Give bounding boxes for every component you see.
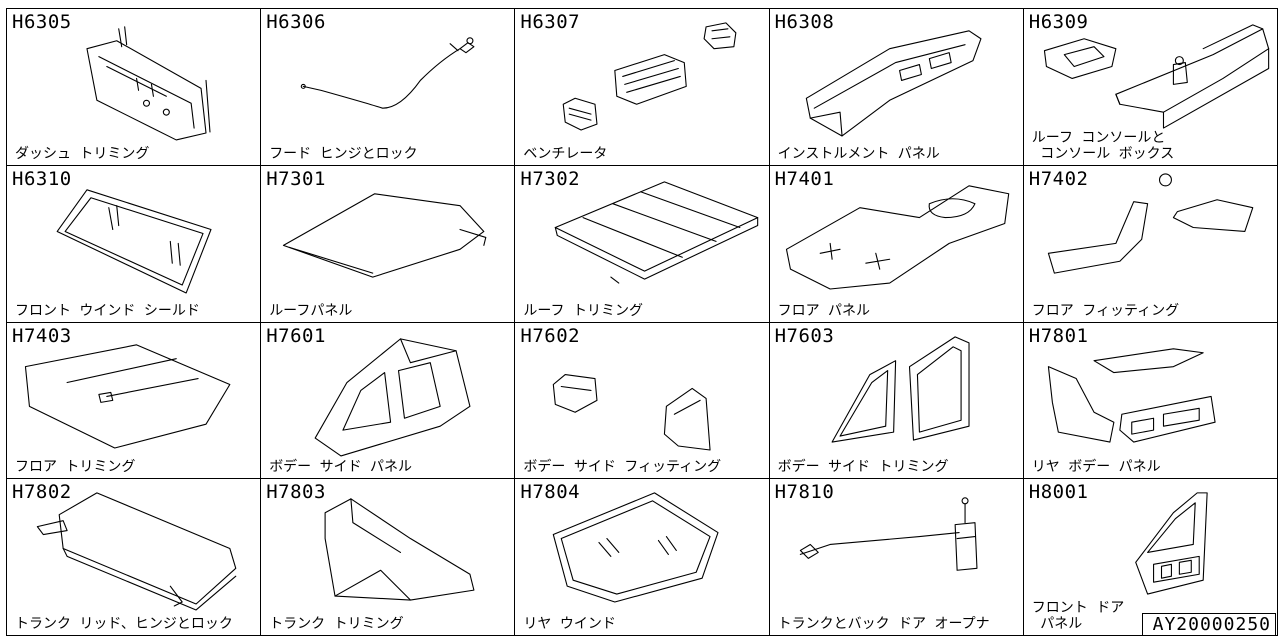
category-cell-h7810[interactable]: H7810 トランクとバック ドア オープナ [769,479,1024,636]
dash-trimming-illustration [7,9,260,165]
category-label: ルーフパネル [269,302,353,319]
category-cell-h7602[interactable]: H7602 ボデー サイド フィッティング [515,322,770,480]
category-code: H7602 [520,324,581,347]
front-door-panel-illustration [1024,479,1277,635]
category-label: フロア トリミング [15,459,136,476]
category-cell-h7603[interactable]: H7603 ボデー サイド トリミング [769,322,1024,480]
category-label: ルーフ コンソールと コンソール ボックス [1031,129,1175,162]
roof-trimming-illustration [515,166,768,322]
category-label: ボデー サイド トリミング [777,459,949,476]
category-cell-h7401[interactable]: H7401 フロア パネル [769,165,1024,323]
category-label: トランク トリミング [269,616,404,632]
category-code: H8001 [1028,481,1089,504]
category-code: H7802 [12,481,72,504]
category-label: ボデー サイド フィッティング [523,459,722,476]
category-label: リヤ ボデー パネル [1031,459,1161,476]
hood-hinge-lock-illustration [261,9,514,165]
category-cell-h7402[interactable]: H7402 フロア フィッティング [1023,165,1278,323]
category-code: H7803 [266,481,326,504]
category-label: トランクとバック ドア オープナ [777,616,990,632]
category-cell-h7801[interactable]: H7801 リヤ ボデー パネル [1023,322,1278,480]
roof-console-box-illustration [1024,9,1277,165]
trunk-trimming-illustration [261,479,514,635]
rear-body-panel-illustration [1024,323,1277,479]
category-label: フロア フィッティング [1031,302,1180,319]
category-code: H7810 [774,481,835,504]
category-label: ルーフ トリミング [523,302,643,319]
body-side-trimming-illustration [770,323,1023,479]
category-code: H6307 [520,11,581,33]
category-code: H6310 [12,167,72,190]
category-cell-h6307[interactable]: H6307 ベンチレータ [515,9,770,166]
category-code: H7801 [1028,324,1089,347]
category-cell-h7802[interactable]: H7802 トランク リッド、ヒンジとロック [7,479,262,636]
category-label: フロア パネル [777,302,871,319]
category-cell-h7803[interactable]: H7803 トランク トリミング [261,479,516,636]
category-cell-h6306[interactable]: H6306 フード ヒンジとロック [261,9,516,166]
category-cell-h6309[interactable]: H6309 ルーフ コンソールと コンソール ボックス [1023,9,1278,166]
category-label: ボデー サイド パネル [269,459,413,476]
parts-category-grid: H6305 ダッシュ トリミング H6306 フード ヒンジとロック H6307… [6,8,1278,636]
front-windshield-illustration [7,166,260,322]
floor-fitting-illustration [1024,166,1277,322]
category-cell-h7601[interactable]: H7601 ボデー サイド パネル [261,322,516,480]
category-code: H6309 [1028,11,1089,33]
category-cell-h7301[interactable]: H7301 ルーフパネル [261,165,516,323]
ventilator-illustration [515,9,768,165]
body-side-fitting-illustration [515,323,768,479]
category-code: H6306 [266,11,326,33]
category-label: フロント ウインド シールド [15,302,200,319]
category-label: リヤ ウインド [523,616,616,632]
category-code: H7601 [266,324,326,347]
category-code: H7804 [520,481,581,504]
category-code: H6305 [12,11,72,33]
floor-panel-illustration [770,166,1023,322]
instrument-panel-illustration [770,9,1023,165]
category-code: H7302 [520,167,581,190]
category-code: H7603 [774,324,835,347]
category-code: H7402 [1028,167,1089,190]
category-label: インストルメント パネル [777,145,940,162]
trunk-back-door-opener-illustration [770,479,1023,635]
category-label: トランク リッド、ヒンジとロック [15,616,233,632]
category-cell-h6305[interactable]: H6305 ダッシュ トリミング [7,9,262,166]
category-cell-h7403[interactable]: H7403 フロア トリミング [7,322,262,480]
category-label: ダッシュ トリミング [15,145,150,162]
category-label: ベンチレータ [523,145,608,162]
category-code: H6308 [774,11,835,33]
category-cell-h7804[interactable]: H7804 リヤ ウインド [515,479,770,636]
category-cell-h7302[interactable]: H7302 ルーフ トリミング [515,165,770,323]
roof-panel-illustration [261,166,514,322]
category-label: フード ヒンジとロック [269,145,418,162]
category-cell-h6310[interactable]: H6310 フロント ウインド シールド [7,165,262,323]
category-code: H7403 [12,324,72,347]
category-cell-h6308[interactable]: H6308 インストルメント パネル [769,9,1024,166]
floor-trimming-illustration [7,323,260,479]
category-code: H7301 [266,167,326,190]
reference-number: AY20000250 [1141,613,1276,636]
rear-window-illustration [515,479,768,635]
category-code: H7401 [774,167,835,190]
trunk-lid-hinge-lock-illustration [7,479,260,635]
body-side-panel-illustration [261,323,514,479]
category-label: フロント ドア パネル [1031,600,1125,632]
